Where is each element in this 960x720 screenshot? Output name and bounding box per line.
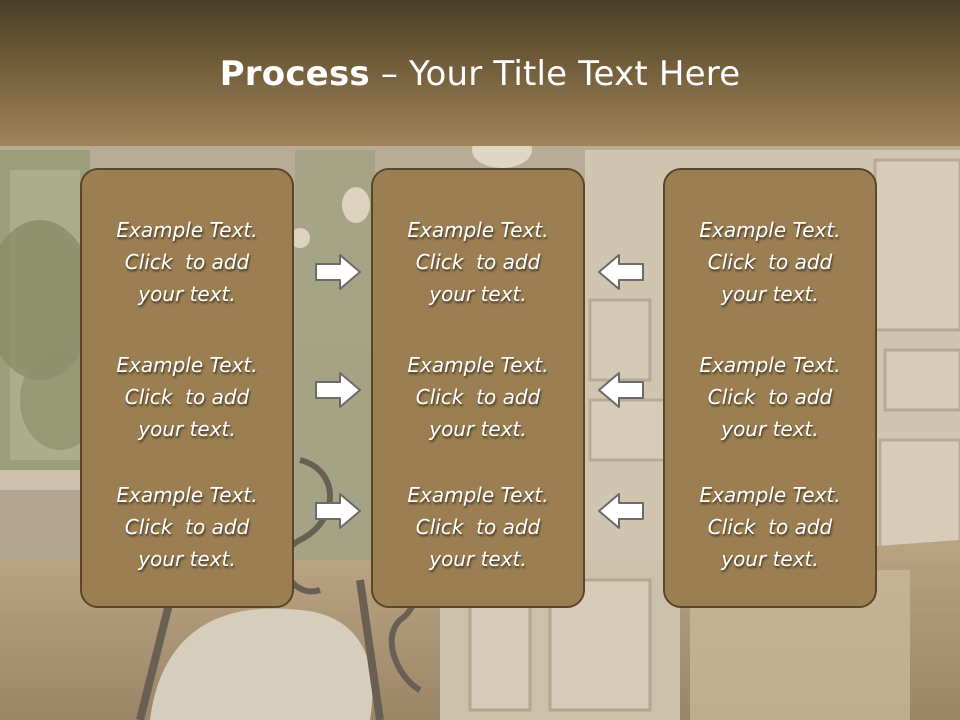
text-line: Example Text. <box>116 218 258 242</box>
text-placeholder[interactable]: Example Text. Click to add your text. <box>665 349 875 445</box>
text-placeholder[interactable]: Example Text. Click to add your text. <box>82 214 292 310</box>
text-placeholder[interactable]: Example Text. Click to add your text. <box>665 214 875 310</box>
text-line: Example Text. <box>699 218 841 242</box>
text-line: Click to add <box>124 385 250 409</box>
process-box-3[interactable]: Example Text. Click to add your text. Ex… <box>663 168 877 608</box>
text-line: your text. <box>429 417 527 441</box>
right-arrow-icon[interactable] <box>314 492 362 530</box>
text-line: Click to add <box>415 385 541 409</box>
text-line: Example Text. <box>116 353 258 377</box>
text-placeholder[interactable]: Example Text. Click to add your text. <box>82 479 292 575</box>
text-placeholder[interactable]: Example Text. Click to add your text. <box>373 349 583 445</box>
text-placeholder[interactable]: Example Text. Click to add your text. <box>82 349 292 445</box>
text-line: your text. <box>429 547 527 571</box>
text-placeholder[interactable]: Example Text. Click to add your text. <box>373 479 583 575</box>
text-line: your text. <box>138 547 236 571</box>
title-bold-text: Process <box>219 54 370 94</box>
text-placeholder[interactable]: Example Text. Click to add your text. <box>665 479 875 575</box>
text-line: Example Text. <box>116 483 258 507</box>
right-arrow-icon[interactable] <box>314 253 362 291</box>
text-line: your text. <box>138 282 236 306</box>
text-line: Click to add <box>415 250 541 274</box>
text-line: Example Text. <box>407 218 549 242</box>
text-line: your text. <box>138 417 236 441</box>
text-line: Click to add <box>707 515 833 539</box>
text-line: Example Text. <box>699 353 841 377</box>
text-line: your text. <box>721 547 819 571</box>
process-box-1[interactable]: Example Text. Click to add your text. Ex… <box>80 168 294 608</box>
text-line: your text. <box>429 282 527 306</box>
text-line: Click to add <box>707 250 833 274</box>
text-line: Example Text. <box>699 483 841 507</box>
text-line: Click to add <box>124 515 250 539</box>
right-arrow-icon[interactable] <box>314 371 362 409</box>
process-box-2[interactable]: Example Text. Click to add your text. Ex… <box>371 168 585 608</box>
title-bar <box>0 0 960 146</box>
text-line: Example Text. <box>407 483 549 507</box>
text-placeholder[interactable]: Example Text. Click to add your text. <box>373 214 583 310</box>
left-arrow-icon[interactable] <box>597 253 645 291</box>
title-rest-text: – Your Title Text Here <box>369 54 741 94</box>
slide-title[interactable]: Process – Your Title Text Here <box>0 52 960 96</box>
left-arrow-icon[interactable] <box>597 492 645 530</box>
text-line: Click to add <box>124 250 250 274</box>
text-line: Click to add <box>415 515 541 539</box>
text-line: Example Text. <box>407 353 549 377</box>
text-line: your text. <box>721 282 819 306</box>
text-line: Click to add <box>707 385 833 409</box>
text-line: your text. <box>721 417 819 441</box>
left-arrow-icon[interactable] <box>597 371 645 409</box>
